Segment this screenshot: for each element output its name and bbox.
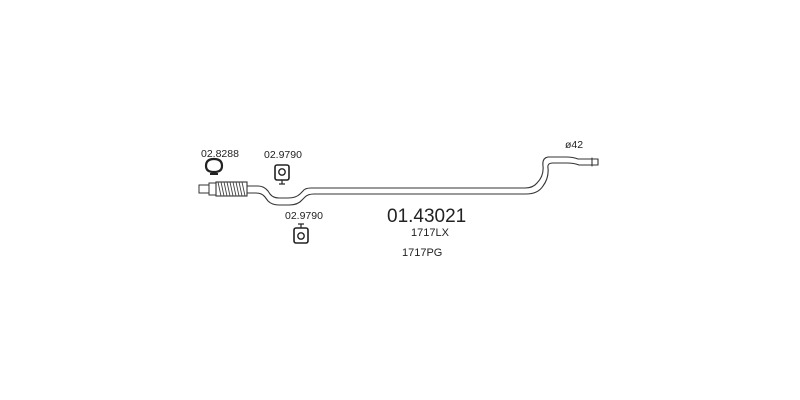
pipe-diameter-label: ø42 [565,139,583,151]
exhaust-pipe-icon [245,156,599,206]
reference-code-1: 1717LX [411,227,450,239]
main-part-number: 01.43021 [387,206,466,227]
reference-code-2: 1717PG [402,247,442,259]
rubber-hanger-icon [274,164,290,185]
hanger-top-part-number: 02.9790 [264,149,302,161]
hanger-bottom-part-number: 02.9790 [285,210,323,222]
flexible-section-icon [198,181,248,197]
rubber-hanger-icon [293,223,309,244]
clamp-icon [204,157,224,175]
clamp-part-number: 02.8288 [201,148,239,160]
